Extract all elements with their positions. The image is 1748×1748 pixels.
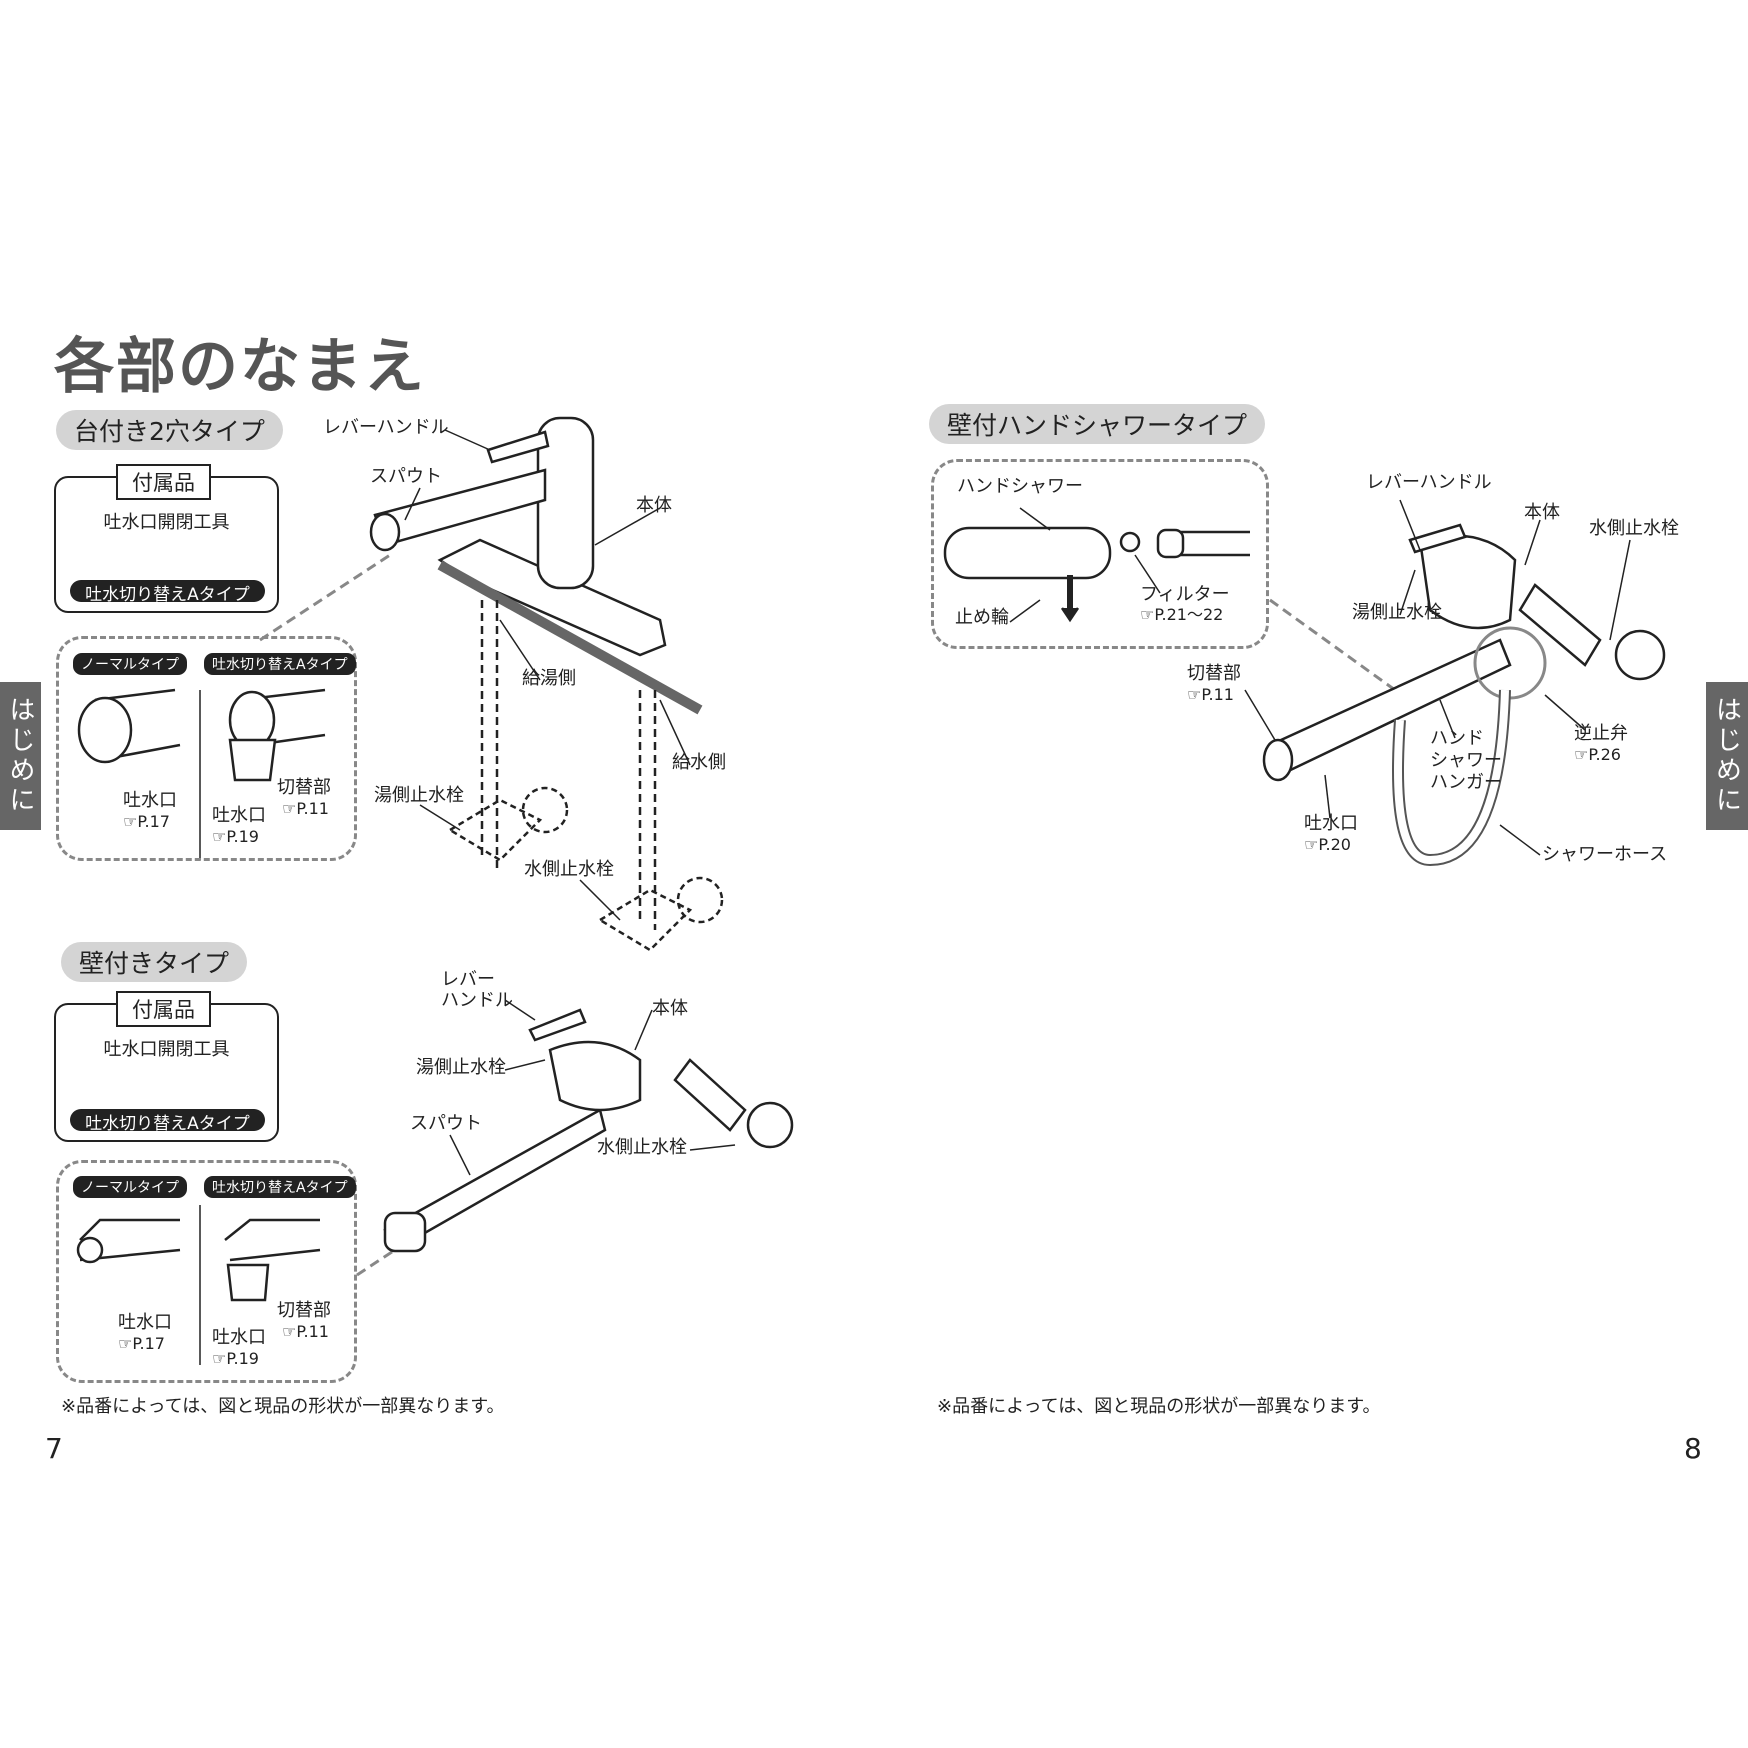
label-lever: レバーハンドル (323, 417, 449, 438)
label-cold-valve: 水側止水栓 (597, 1137, 687, 1158)
accessory-type: 吐水切り替えAタイプ (70, 580, 265, 605)
label-lever-2: ハンドル (441, 990, 513, 1011)
label-cold-valve: 水側止水栓 (1589, 518, 1679, 539)
label-spout-outlet: 吐水口 (118, 1312, 172, 1333)
footnote-left: ※品番によっては、図と現品の形状が一部異なります。 (61, 1396, 505, 1417)
ref-link[interactable]: ☞P.17 (123, 812, 170, 831)
accessory-item: 吐水口開閉工具 (103, 512, 230, 533)
label-switch: 切替部 (277, 777, 331, 798)
section-tab-right[interactable]: はじめに (1706, 682, 1748, 830)
spout-detail-box-wall: ノーマルタイプ 吐水切り替えAタイプ (56, 1160, 357, 1383)
section-tab-left[interactable]: はじめに (0, 682, 41, 830)
footnote-right: ※品番によっては、図と現品の形状が一部異なります。 (937, 1396, 1381, 1417)
label-filter: フィルター (1140, 584, 1230, 605)
label-hanger-2: シャワー (1430, 750, 1502, 771)
accessory-box-wall: 付属品 吐水口開閉工具 吐水切り替えAタイプ (54, 991, 279, 1142)
page-number-left: 7 (45, 1432, 63, 1465)
badge-switch: 吐水切り替えAタイプ (204, 653, 356, 675)
label-lever-1: レバー (441, 969, 495, 990)
label-hot-valve: 湯側止水栓 (374, 785, 464, 806)
badge-switch: 吐水切り替えAタイプ (204, 1176, 356, 1198)
ref-link[interactable]: ☞P.19 (212, 1349, 259, 1368)
spout-detail-drawings (76, 688, 326, 1365)
ref-link[interactable]: ☞P.19 (212, 827, 259, 846)
label-body: 本体 (652, 998, 688, 1019)
label-check-valve: 逆止弁 (1574, 723, 1628, 744)
ref-link[interactable]: ☞P.11 (282, 799, 329, 818)
label-spout-outlet: 吐水口 (1304, 813, 1358, 834)
pointing-hand-icon: ☞ (212, 1349, 227, 1368)
deck-faucet-illustration (369, 416, 724, 952)
label-spout-outlet: 吐水口 (212, 1327, 266, 1348)
spout-detail-box-deck: ノーマルタイプ 吐水切り替えAタイプ (56, 636, 357, 861)
label-hand-shower: ハンドシャワー (957, 476, 1083, 497)
ref-link[interactable]: ☞P.26 (1574, 745, 1621, 764)
leader-lines (404, 429, 1631, 1176)
pointing-hand-icon: ☞ (1140, 605, 1155, 624)
accessory-type: 吐水切り替えAタイプ (70, 1109, 265, 1134)
label-switch: 切替部 (1187, 663, 1241, 684)
section-heading-wall: 壁付きタイプ (61, 942, 248, 982)
label-hanger-1: ハンド (1430, 728, 1484, 749)
pointing-hand-icon: ☞ (1574, 745, 1589, 764)
label-retaining-ring: 止め輪 (955, 607, 1009, 628)
pointing-hand-icon: ☞ (123, 812, 138, 831)
accessory-header: 付属品 (116, 464, 211, 500)
hand-shower-detail-box (931, 459, 1269, 649)
hand-shower-detail (943, 526, 1396, 692)
accessory-header: 付属品 (116, 991, 211, 1027)
pointing-hand-icon: ☞ (1187, 685, 1202, 704)
pointing-hand-icon: ☞ (282, 1322, 297, 1341)
ref-link[interactable]: ☞P.17 (118, 1334, 165, 1353)
pointing-hand-icon: ☞ (212, 827, 227, 846)
label-spout-outlet: 吐水口 (212, 805, 266, 826)
wall-faucet-illustration (383, 1008, 794, 1253)
badge-normal: ノーマルタイプ (73, 1176, 187, 1198)
label-body: 本体 (1524, 502, 1560, 523)
ref-link[interactable]: ☞P.11 (1187, 685, 1234, 704)
label-lever: レバーハンドル (1366, 472, 1492, 493)
pointing-hand-icon: ☞ (118, 1334, 133, 1353)
label-shower-hose: シャワーホース (1542, 844, 1668, 865)
pointing-hand-icon: ☞ (282, 799, 297, 818)
wall-shower-faucet-illustration (1262, 523, 1666, 867)
label-hot-valve: 湯側止水栓 (1352, 602, 1442, 623)
ref-link[interactable]: ☞P.20 (1304, 835, 1351, 854)
label-hanger-3: ハンガー (1430, 772, 1502, 793)
label-hot-supply: 給湯側 (522, 668, 576, 689)
label-spout: スパウト (370, 466, 442, 487)
page-title: 各部のなまえ (54, 332, 426, 402)
label-spout: スパウト (410, 1113, 482, 1134)
accessory-item: 吐水口開閉工具 (103, 1039, 230, 1060)
ref-link[interactable]: ☞P.21～22 (1140, 605, 1224, 624)
label-spout-outlet: 吐水口 (123, 790, 177, 811)
badge-normal: ノーマルタイプ (73, 653, 187, 675)
label-body: 本体 (636, 495, 672, 516)
section-heading-deck: 台付き2穴タイプ (56, 410, 283, 450)
accessory-box-deck: 付属品 吐水口開閉工具 吐水切り替えAタイプ (54, 464, 279, 613)
label-cold-supply: 給水側 (672, 752, 726, 773)
page-number-right: 8 (1684, 1432, 1702, 1465)
section-heading-shower: 壁付ハンドシャワータイプ (929, 404, 1266, 444)
label-cold-valve: 水側止水栓 (524, 859, 614, 880)
label-switch: 切替部 (277, 1300, 331, 1321)
pointing-hand-icon: ☞ (1304, 835, 1319, 854)
label-hot-valve: 湯側止水栓 (416, 1057, 506, 1078)
ref-link[interactable]: ☞P.11 (282, 1322, 329, 1341)
